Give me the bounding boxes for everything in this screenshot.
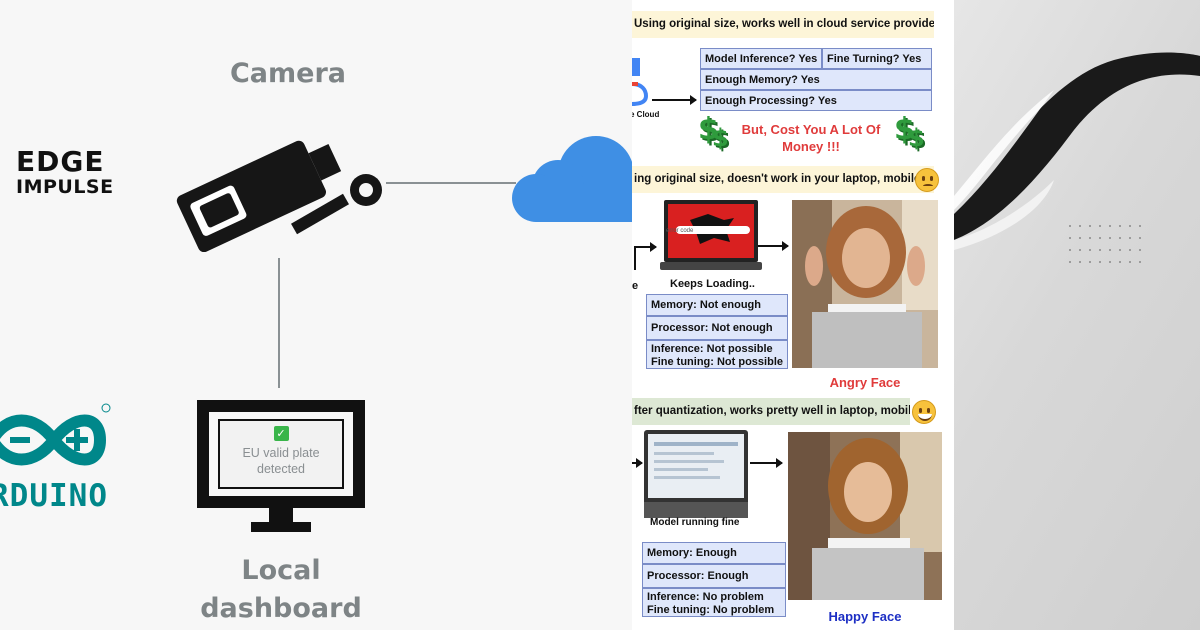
cell-enough-processing: Enough Processing? Yes: [700, 90, 932, 111]
arrow-to-cloud-specs: [652, 95, 697, 105]
dot-grid-decoration: [1069, 225, 1141, 263]
angry-woman-photo: [792, 200, 938, 368]
cost-warning-line2: Money !!!: [782, 139, 840, 154]
keeps-loading-caption: Keeps Loading..: [670, 278, 755, 290]
check-icon: ✓: [273, 426, 289, 441]
camera-to-cloud-connector: [386, 182, 516, 184]
local-dashboard-label: Local dashboard: [176, 552, 386, 628]
edge-logo-line1: EDGE: [16, 145, 105, 178]
dollar-icon-right-small: $: [908, 124, 925, 152]
cell-inference-fine-tuning-no-problem: Inference: No problem Fine tuning: No pr…: [642, 588, 786, 617]
phone-edge: [634, 246, 636, 270]
fine-tuning-no-problem: Fine tuning: No problem: [647, 604, 775, 616]
plate-status-line2: detected: [257, 462, 305, 476]
edge-impulse-logo: EDGE IMPULSE: [16, 148, 114, 197]
happy-woman-photo: [788, 432, 942, 600]
banner-original-size-laptop: ing original size, doesn't work in your …: [632, 166, 934, 193]
sad-face-emoji-icon: [915, 168, 939, 192]
camera-to-dashboard-connector: [278, 258, 280, 388]
cost-warning-line1: But, Cost You A Lot Of: [741, 122, 881, 137]
inference-not-possible: Inference: Not possible: [651, 343, 773, 355]
cell-memory-enough: Memory: Enough: [642, 542, 786, 564]
arrow-to-laptop: [636, 242, 657, 252]
arduino-logo-icon: [0, 403, 111, 466]
laptop-dashboard-image: [644, 430, 748, 518]
local-label-line2: dashboard: [200, 593, 362, 624]
model-running-caption: Model running fine: [650, 517, 740, 528]
cost-warning: But, Cost You A Lot Of Money !!!: [730, 121, 892, 155]
cell-enough-memory: Enough Memory? Yes: [700, 69, 932, 90]
device-caption-cut: e: [632, 280, 639, 292]
error-code-text: error code: [666, 228, 694, 234]
cell-fine-tuning: Fine Turning? Yes: [822, 48, 932, 69]
abstract-swoosh-shape: [954, 52, 1200, 250]
plate-status-line1: EU valid plate: [242, 446, 320, 460]
arrow-to-laptop-ok: [632, 458, 643, 468]
cloud-caption: e Cloud: [632, 110, 660, 119]
dollar-icon-left-small: $: [712, 124, 729, 152]
fine-tuning-not-possible: Fine tuning: Not possible: [651, 356, 783, 368]
grinning-face-emoji-icon: [912, 400, 936, 424]
happy-face-label: Happy Face: [828, 609, 902, 624]
cell-inference-fine-tuning-not-possible: Inference: Not possible Fine tuning: Not…: [646, 340, 788, 369]
cloud-icon: [512, 136, 632, 222]
local-label-line1: Local: [241, 555, 321, 586]
security-camera-icon: [176, 140, 382, 252]
cell-processor-enough: Processor: Enough: [642, 564, 786, 588]
cell-processor-not-enough: Processor: Not enough: [646, 316, 788, 340]
inference-no-problem: Inference: No problem: [647, 591, 764, 603]
banner-cloud-provider: Using original size, works well in cloud…: [632, 11, 934, 38]
google-cloud-logo-icon: [632, 58, 649, 106]
arrow-to-angry-photo: [758, 241, 789, 251]
edge-logo-line2: IMPULSE: [16, 176, 114, 198]
angry-face-label: Angry Face: [829, 375, 901, 390]
dollar-icon-right: $: [894, 112, 915, 147]
quantization-comparison-panel: Using original size, works well in cloud…: [632, 0, 954, 630]
arduino-wordmark: RDUINO: [0, 478, 108, 514]
laptop-error-screen-icon: [660, 200, 762, 270]
abstract-background-panel: [954, 0, 1200, 630]
camera-label: Camera: [229, 58, 346, 89]
cell-model-inference: Model Inference? Yes: [700, 48, 822, 69]
dollar-icon-left: $: [698, 112, 719, 147]
arrow-to-happy-photo: [750, 458, 783, 468]
cell-memory-not-enough: Memory: Not enough: [646, 294, 788, 316]
architecture-diagram-panel: EDGE IMPULSE RDUINO Camera ✓ EU valid pl…: [0, 58, 632, 628]
dashboard-screen-content: ✓ EU valid plate detected: [220, 420, 342, 490]
banner-after-quantization: fter quantization, works pretty well in …: [632, 398, 910, 425]
